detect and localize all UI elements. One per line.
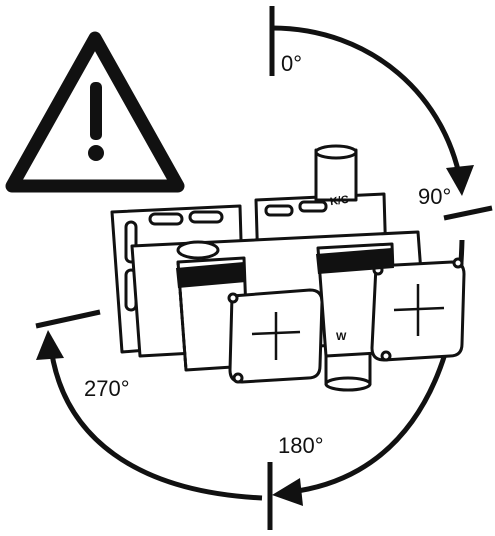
angle-label-90: 90° bbox=[418, 184, 452, 209]
valve-mark-w: W bbox=[336, 331, 347, 343]
cartridge-bands bbox=[176, 248, 394, 288]
angle-label-180: 180° bbox=[278, 433, 324, 458]
angle-label-270: 270° bbox=[84, 376, 130, 401]
angle-ticks bbox=[35, 6, 493, 530]
angle-label-0: 0° bbox=[281, 51, 303, 76]
cross-mark-icon bbox=[251, 284, 445, 360]
warning-triangle-icon bbox=[5, 31, 185, 193]
